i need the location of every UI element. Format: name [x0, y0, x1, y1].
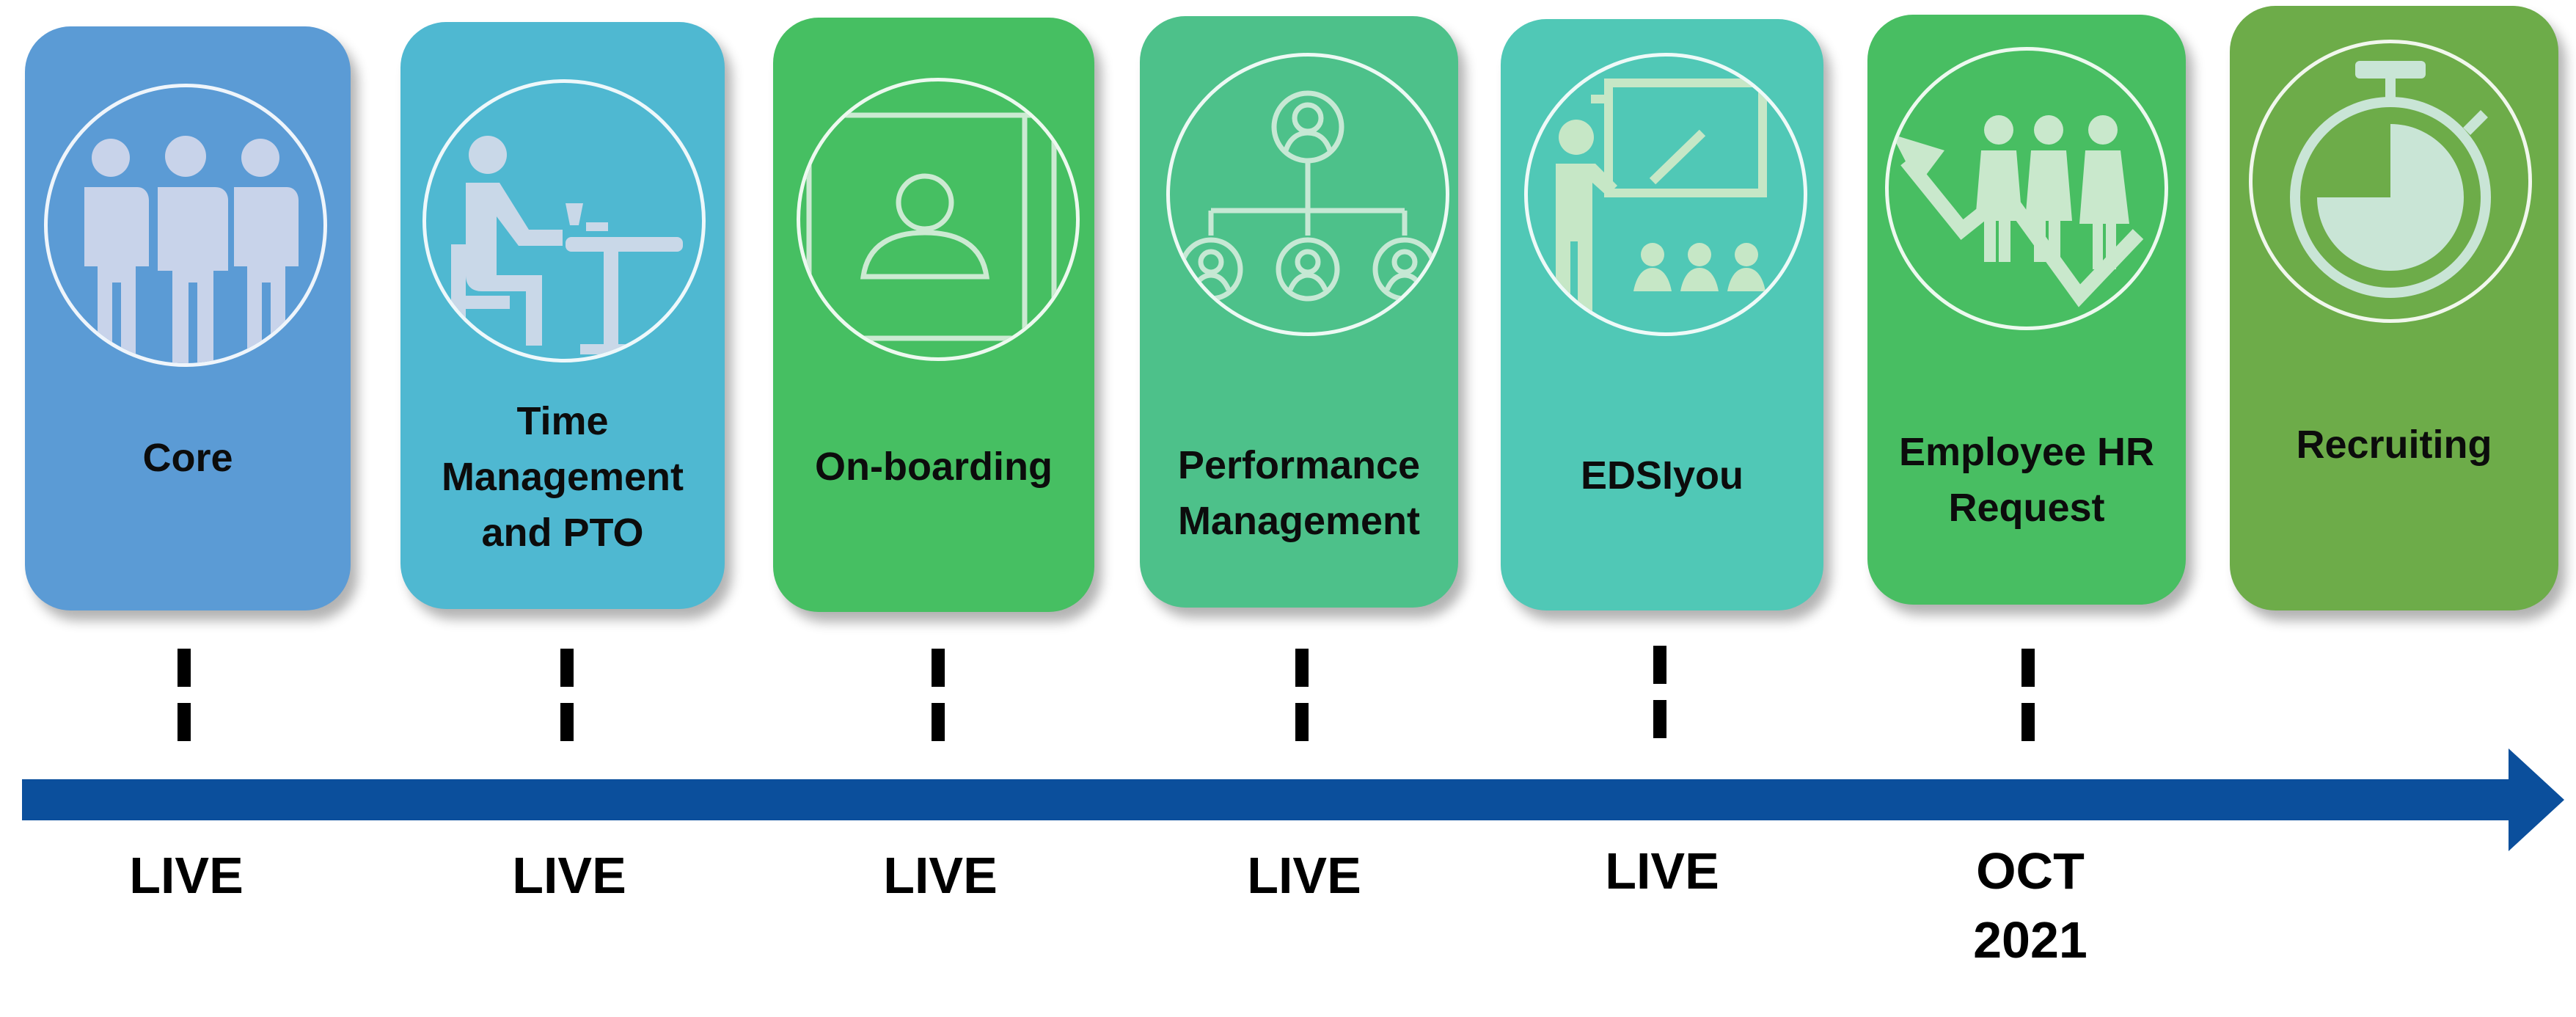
phase-status: LIVE: [1247, 847, 1361, 904]
phase-status: LIVE: [1605, 842, 1719, 900]
presentation-icon: [1524, 53, 1807, 336]
org-chart-icon: [1166, 53, 1449, 336]
timeline-connector: [178, 649, 191, 741]
desk-worker-icon: [422, 79, 706, 362]
phase-card-edsiyou: EDSIyou: [1501, 19, 1823, 610]
phase-label: Performance Management: [1177, 443, 1421, 543]
team-icon: [44, 84, 327, 367]
timeline-connector: [1653, 646, 1666, 738]
phase-status: LIVE: [512, 847, 626, 904]
phase-label: Recruiting: [2296, 423, 2492, 467]
phase-label: EDSIyou: [1580, 453, 1744, 497]
growth-team-icon: [1885, 47, 2168, 330]
phase-card-core: Core: [25, 26, 351, 610]
phase-label: Time Management and PTO: [441, 399, 684, 555]
phase-status: LIVE: [883, 847, 998, 904]
timeline-connector: [1295, 649, 1309, 741]
phase-card-hr-request: Employee HR Request: [1867, 15, 2186, 605]
timeline-connector: [932, 649, 945, 741]
phase-status: OCT 2021: [1973, 842, 2087, 969]
phase-card-onboarding: On-boarding: [773, 18, 1094, 612]
phase-label: On-boarding: [815, 445, 1053, 489]
timeline-arrow: [22, 748, 2564, 851]
phase-status: LIVE: [129, 847, 244, 904]
phase-card-performance: Performance Management: [1140, 16, 1458, 608]
stopwatch-icon: [2249, 40, 2532, 323]
timeline-connector: [560, 649, 574, 741]
profile-card-icon: [797, 78, 1080, 361]
phase-label: Employee HR Request: [1898, 430, 2155, 530]
timeline-connector: [2021, 649, 2035, 741]
phase-card-time-management: Time Management and PTO: [400, 22, 725, 609]
phase-label: Core: [142, 436, 233, 480]
phase-card-recruiting: Recruiting: [2230, 6, 2558, 610]
